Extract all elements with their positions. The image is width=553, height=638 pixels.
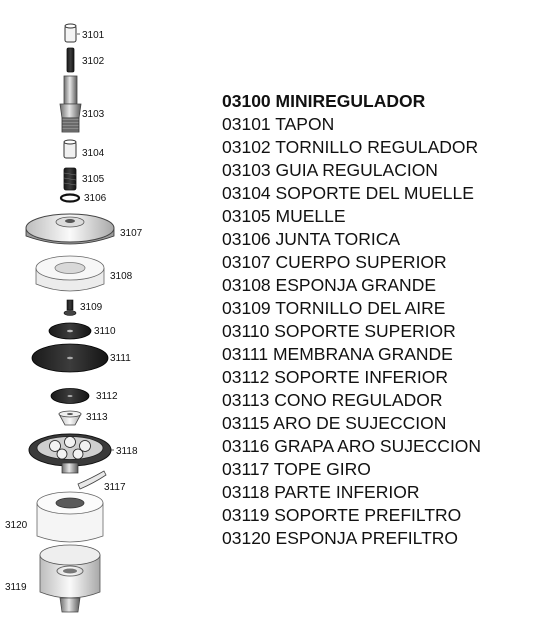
part-name: TAPON: [275, 114, 335, 134]
part-3120-prefilter-sponge: [36, 491, 104, 543]
callout-3107: 3107: [120, 228, 143, 239]
part-name: TORNILLO DEL AIRE: [275, 298, 446, 318]
part-3107-upper-body: [25, 213, 115, 245]
legend-list: 03101 TAPON 03102 TORNILLO REGULADOR 031…: [222, 113, 547, 550]
legend-item-03118: 03118 PARTE INFERIOR: [222, 481, 547, 504]
legend-item-03107: 03107 CUERPO SUPERIOR: [222, 251, 547, 274]
part-code: 03110: [222, 321, 270, 341]
legend-item-03105: 03105 MUELLE: [222, 205, 547, 228]
part-name: GUIA REGULACION: [275, 160, 438, 180]
part-name: ESPONJA GRANDE: [275, 275, 437, 295]
callout-3104: 3104: [82, 148, 105, 159]
part-3119-prefilter-support: [39, 544, 101, 613]
callout-3106: 3106: [84, 193, 107, 204]
part-code: 03103: [222, 160, 271, 180]
part-3101-cap: [64, 23, 77, 43]
part-code: 03118: [222, 482, 270, 502]
part-name: SOPORTE PREFILTRO: [274, 505, 462, 525]
part-code: 03104: [222, 183, 271, 203]
callout-3113: 3113: [86, 412, 108, 423]
part-name: TOPE GIRO: [273, 459, 371, 479]
legend-item-03109: 03109 TORNILLO DEL AIRE: [222, 297, 547, 320]
exploded-parts-diagram: 3101 3102 3103 3104 3105 3106 310: [5, 23, 143, 613]
callout-3112: 3112: [96, 391, 118, 402]
callout-3118: 3118: [116, 446, 138, 457]
part-code: 03117: [222, 459, 270, 479]
part-name: ARO DE SUJECCION: [273, 413, 447, 433]
part-name: SOPORTE SUPERIOR: [274, 321, 456, 341]
part-3102-adjusting-screw: [66, 47, 75, 73]
part-name: SOPORTE DEL MUELLE: [275, 183, 474, 203]
part-code: 03102: [222, 137, 271, 157]
callout-3108: 3108: [110, 271, 133, 282]
part-code: 03111: [222, 344, 269, 364]
part-code: 03108: [222, 275, 271, 295]
part-name: CUERPO SUPERIOR: [275, 252, 447, 272]
part-name: TORNILLO REGULADOR: [275, 137, 479, 157]
part-code: 03106: [222, 229, 271, 249]
legend-item-03112: 03112 SOPORTE INFERIOR: [222, 366, 547, 389]
legend-item-03110: 03110 SOPORTE SUPERIOR: [222, 320, 547, 343]
part-code: 03115: [222, 413, 270, 433]
callout-3109: 3109: [80, 302, 103, 313]
legend-item-03116: 03116 GRAPA ARO SUJECCION: [222, 435, 547, 458]
part-name: SOPORTE INFERIOR: [274, 367, 448, 387]
part-3113-regulating-cone: [58, 410, 82, 426]
legend-item-03102: 03102 TORNILLO REGULADOR: [222, 136, 547, 159]
callout-3119: 3119: [5, 582, 27, 593]
part-3118-lower-part: [28, 433, 112, 474]
part-3112-lower-support: [50, 388, 90, 404]
part-name: MUELLE: [275, 206, 346, 226]
part-code: 03120: [222, 528, 271, 548]
part-3111-large-membrane: [31, 343, 109, 373]
part-name: JUNTA TORICA: [275, 229, 401, 249]
callout-3105: 3105: [82, 174, 105, 185]
callout-3117: 3117: [104, 482, 126, 493]
part-name: PARTE INFERIOR: [274, 482, 420, 502]
part-code: 03101: [222, 114, 271, 134]
callout-3110: 3110: [94, 326, 116, 337]
parts-legend: 03100 MINIREGULADOR 03101 TAPON 03102 TO…: [222, 90, 547, 550]
part-code: 03105: [222, 206, 271, 226]
legend-item-03108: 03108 ESPONJA GRANDE: [222, 274, 547, 297]
part-3103-regulation-guide: [59, 75, 82, 133]
part-code: 03113: [222, 390, 270, 410]
part-code: 03107: [222, 252, 271, 272]
legend-title: 03100 MINIREGULADOR: [222, 91, 426, 111]
part-name: GRAPA ARO SUJECCION: [274, 436, 482, 456]
part-3104-spring-support: [63, 139, 77, 159]
legend-item-03117: 03117 TOPE GIRO: [222, 458, 547, 481]
legend-item-03104: 03104 SOPORTE DEL MUELLE: [222, 182, 547, 205]
part-3110-upper-support: [48, 322, 92, 340]
callout-3111: 3111: [110, 353, 131, 364]
legend-item-03115: 03115 ARO DE SUJECCION: [222, 412, 547, 435]
part-name: MEMBRANA GRANDE: [272, 344, 453, 364]
legend-item-03113: 03113 CONO REGULADOR: [222, 389, 547, 412]
legend-item-03111: 03111 MEMBRANA GRANDE: [222, 343, 547, 366]
callout-3120: 3120: [5, 520, 28, 531]
legend-item-03119: 03119 SOPORTE PREFILTRO: [222, 504, 547, 527]
part-code: 03119: [222, 505, 270, 525]
part-name: ESPONJA PREFILTRO: [275, 528, 459, 548]
part-3105-spring: [63, 167, 77, 191]
legend-item-03120: 03120 ESPONJA PREFILTRO: [222, 527, 547, 550]
part-3117-turn-stop: [77, 470, 107, 490]
part-code: 03112: [222, 367, 270, 387]
part-3108-large-sponge: [35, 255, 105, 292]
part-code: 03116: [222, 436, 270, 456]
legend-item-03103: 03103 GUIA REGULACION: [222, 159, 547, 182]
part-3106-o-ring: [59, 193, 81, 203]
legend-item-03106: 03106 JUNTA TORICA: [222, 228, 547, 251]
callout-3103: 3103: [82, 109, 105, 120]
part-3109-air-screw: [63, 299, 77, 316]
part-name: CONO REGULADOR: [274, 390, 443, 410]
part-code: 03109: [222, 298, 271, 318]
callout-3101: 3101: [82, 30, 105, 41]
legend-item-03101: 03101 TAPON: [222, 113, 547, 136]
callout-3102: 3102: [82, 56, 105, 67]
